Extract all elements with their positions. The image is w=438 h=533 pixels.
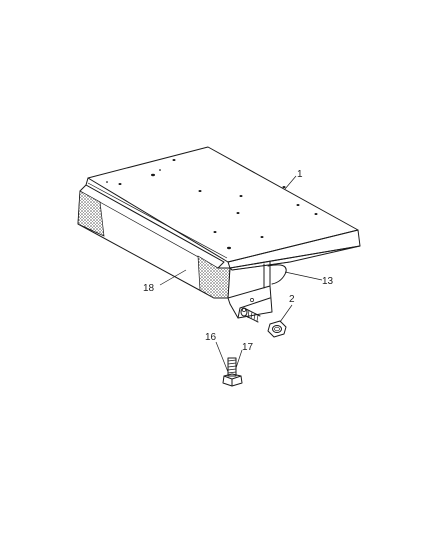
leader-lines	[159, 175, 323, 373]
mounting-holes	[106, 159, 318, 250]
hex-bolt	[222, 357, 243, 387]
callout-1: 1	[297, 169, 303, 180]
hex-nut	[267, 320, 287, 338]
callout-13: 13	[322, 276, 334, 287]
support-bracket	[227, 261, 287, 319]
callout-16: 16	[205, 332, 217, 343]
tray-assembly	[77, 146, 361, 323]
side-panel-hatch-left	[77, 190, 105, 237]
callout-18: 18	[143, 283, 155, 294]
bracket-bolt	[240, 307, 261, 323]
side-panel-hatch-right	[197, 255, 231, 299]
callout-17: 17	[242, 342, 254, 353]
tray-front-bottom	[229, 245, 361, 271]
callout-2: 2	[289, 294, 295, 305]
